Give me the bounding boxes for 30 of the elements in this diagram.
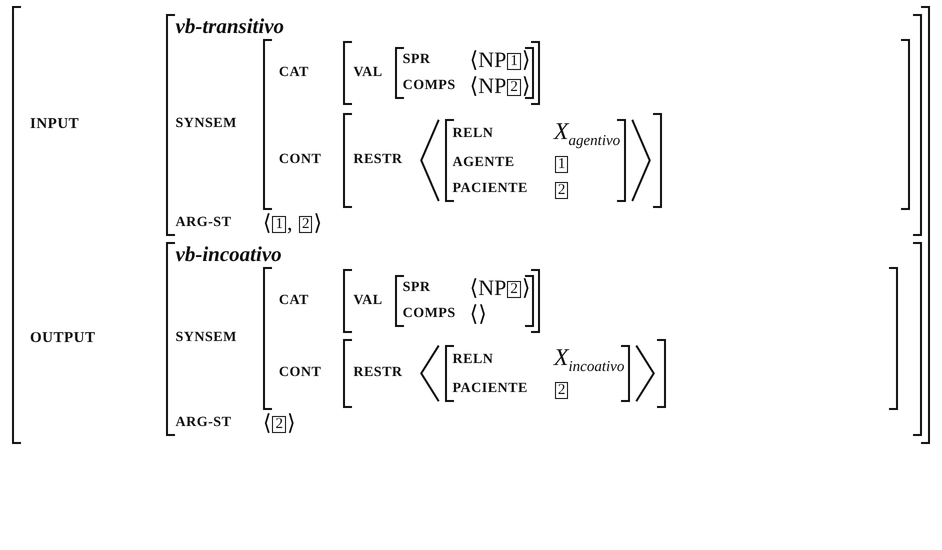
feature-label: SPR <box>402 280 432 296</box>
feature-label: AGENTE <box>452 154 516 171</box>
feature-label: RESTR <box>353 365 403 382</box>
feature-label: OUTPUT <box>30 330 96 348</box>
feature-label: SYNSEM <box>176 116 237 132</box>
feature-value: ⟨⟩ <box>470 300 487 327</box>
type-label: vb-incoativo <box>176 242 282 267</box>
feature-value: ⟨1, 2⟩ <box>262 210 322 236</box>
feature-label: VAL <box>353 65 383 81</box>
relation-value: X$_{incoativo}$ <box>554 344 624 376</box>
feature-label: RELN <box>452 352 494 368</box>
feature-label: CAT <box>278 65 310 81</box>
feature-label: RESTR <box>353 152 403 168</box>
feature-label: CONT <box>278 365 322 382</box>
feature-label: COMPS <box>402 306 456 322</box>
feature-label: RELN <box>452 126 494 142</box>
feature-label: PACIENTE <box>452 380 528 397</box>
feature-label: COMPS <box>402 78 456 94</box>
feature-label: SYNSEM <box>176 330 237 346</box>
feature-label: ARG-ST <box>176 414 232 431</box>
relation-value: X$_{agentivo}$ <box>554 119 620 150</box>
feature-label: CAT <box>278 292 310 309</box>
feature-label: VAL <box>353 292 383 309</box>
type-label: vb-transitivo <box>176 14 284 39</box>
feature-label: SPR <box>402 52 432 68</box>
feature-label: INPUT <box>30 116 80 134</box>
feature-label: ARG-ST <box>176 214 232 231</box>
feature-value: ⟨2⟩ <box>262 410 296 436</box>
feature-label: CONT <box>278 152 322 168</box>
feature-label: PACIENTE <box>452 180 528 197</box>
